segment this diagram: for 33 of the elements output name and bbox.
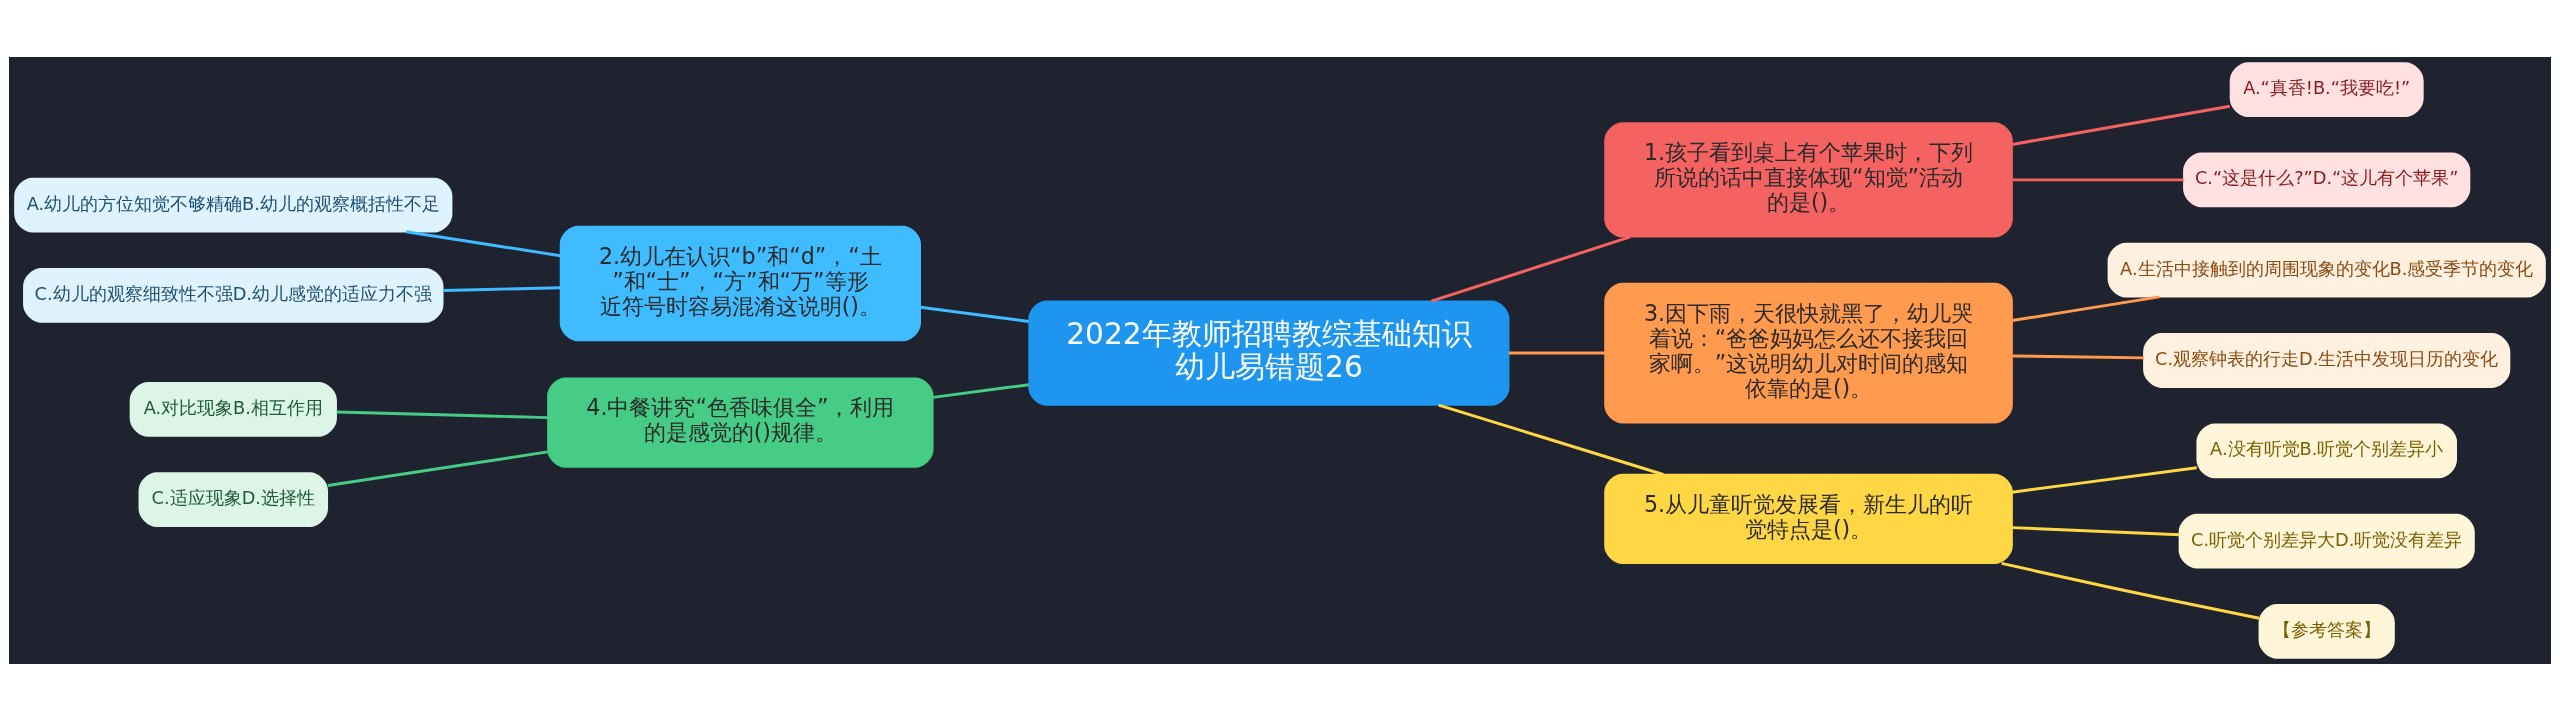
node-box: 3.因下雨，天很快就黑了，幼儿哭着说：“爸爸妈妈怎么还不接我回家啊。”这说明幼儿对时间的感知依靠的是()。 (1604, 282, 2013, 424)
connector (920, 305, 1029, 323)
node-box: A.对比现象B.相互作用 (129, 381, 337, 437)
node-box: C.适应现象D.选择性 (138, 472, 329, 528)
connector (2001, 561, 2260, 620)
node-box: C.“这是什么?”D.“这儿有个苹果” (2183, 152, 2471, 208)
connector (2012, 354, 2144, 360)
connector (1508, 351, 1605, 355)
node-box: A.生活中接触到的周围现象的变化B.感受季节的变化 (2107, 242, 2546, 298)
connector (443, 286, 561, 292)
connector (932, 383, 1029, 399)
node-box: 2022年教师招聘教综基础知识幼儿易错题26 (1028, 300, 1510, 406)
node-box: 【参考答案】 (2258, 604, 2395, 659)
connector (2011, 466, 2197, 494)
connector (327, 450, 548, 487)
node-box: C.观察钟表的行走D.生活中发现日历的变化 (2143, 333, 2511, 388)
connector (336, 410, 548, 420)
node-box: 1.孩子看到桌上有个苹果时，下列所说的话中直接体现“知觉”活动的是()。 (1604, 122, 2013, 238)
connector (2011, 104, 2231, 146)
connector (2012, 178, 2184, 182)
node-box: C.听觉个别差异大D.听觉没有差异 (2178, 513, 2475, 569)
node-box: 4.中餐讲究“色香味俱全”，利用的是感觉的()规律。 (547, 377, 934, 468)
node-box: 2.幼儿在认识“b”和“d”，“土”和“士”，“方”和“万”等形近符号时容易混淆这说明()。 (559, 225, 921, 342)
node-box: A.没有听觉B.听觉个别差异小 (2196, 423, 2457, 479)
node-box: C.幼儿的观察细致性不强D.幼儿感觉的适应力不强 (23, 267, 444, 323)
connector (2012, 526, 2180, 537)
connector (2011, 295, 2160, 323)
connector (1438, 403, 1664, 476)
connector (405, 230, 561, 258)
node-box: 5.从儿童听觉发展看，新生儿的听觉特点是()。 (1604, 473, 2013, 565)
node-box: A.幼儿的方位知觉不够精确B.幼儿的观察概括性不足 (14, 177, 453, 233)
node-box: A.“真香!B.“我要吃!” (2229, 62, 2424, 117)
connector (1430, 235, 1631, 303)
